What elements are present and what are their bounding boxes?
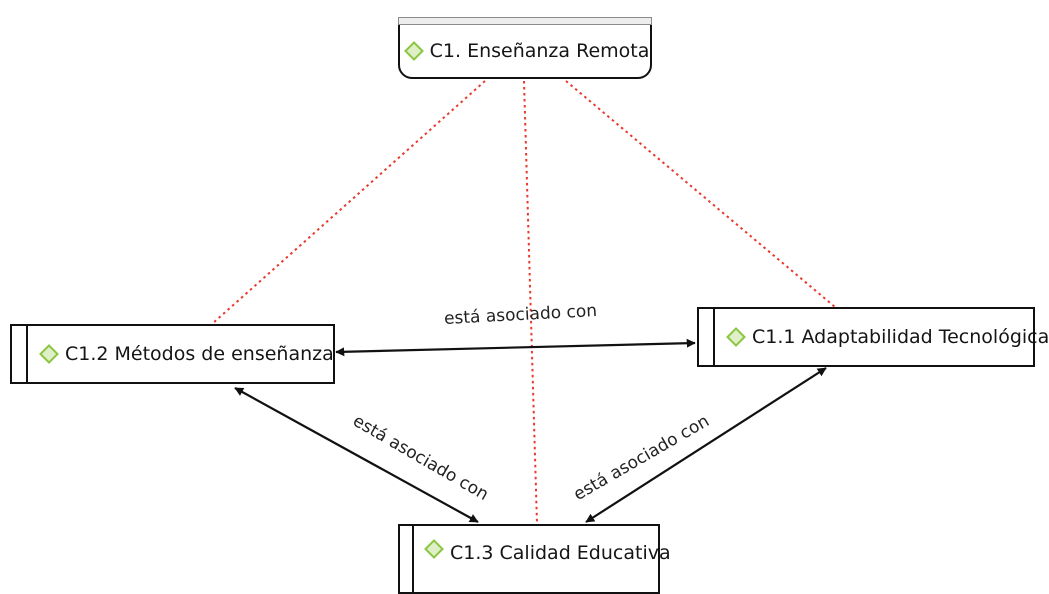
code-node-root[interactable]: C1. Enseñanza Remota — [398, 17, 652, 79]
node-title-bar — [398, 17, 652, 25]
node-label: C1.3 Calidad Educativa — [450, 542, 671, 564]
hierarchy-link-methods[interactable] — [211, 80, 486, 325]
links-layer — [211, 80, 836, 525]
node-label: C1. Enseñanza Remota — [429, 40, 650, 62]
node-label: C1.1 Adaptabilidad Tecnológica — [752, 326, 1049, 348]
relation-link-quality-tech[interactable] — [585, 367, 827, 523]
network-canvas: está asociado con está asociado con está… — [10, 17, 1049, 594]
code-node-methods[interactable]: C1.2 Métodos de enseñanza — [10, 324, 335, 384]
node-side-bar — [713, 309, 715, 365]
hierarchy-link-tech[interactable] — [565, 80, 836, 308]
hierarchy-link-quality[interactable] — [523, 80, 538, 525]
relation-link-methods-tech[interactable] — [335, 338, 696, 357]
node-label: C1.2 Métodos de enseñanza — [65, 343, 334, 365]
code-diamond-icon — [39, 344, 59, 364]
code-diamond-icon — [726, 327, 746, 347]
code-node-quality[interactable]: C1.3 Calidad Educativa — [398, 524, 671, 594]
node-side-bar — [26, 326, 28, 382]
node-side-bar — [412, 526, 414, 592]
code-node-tech[interactable]: C1.1 Adaptabilidad Tecnológica — [697, 307, 1049, 367]
code-diamond-icon — [403, 41, 424, 61]
relation-link-methods-quality[interactable] — [234, 387, 479, 523]
code-diamond-icon — [424, 539, 444, 559]
